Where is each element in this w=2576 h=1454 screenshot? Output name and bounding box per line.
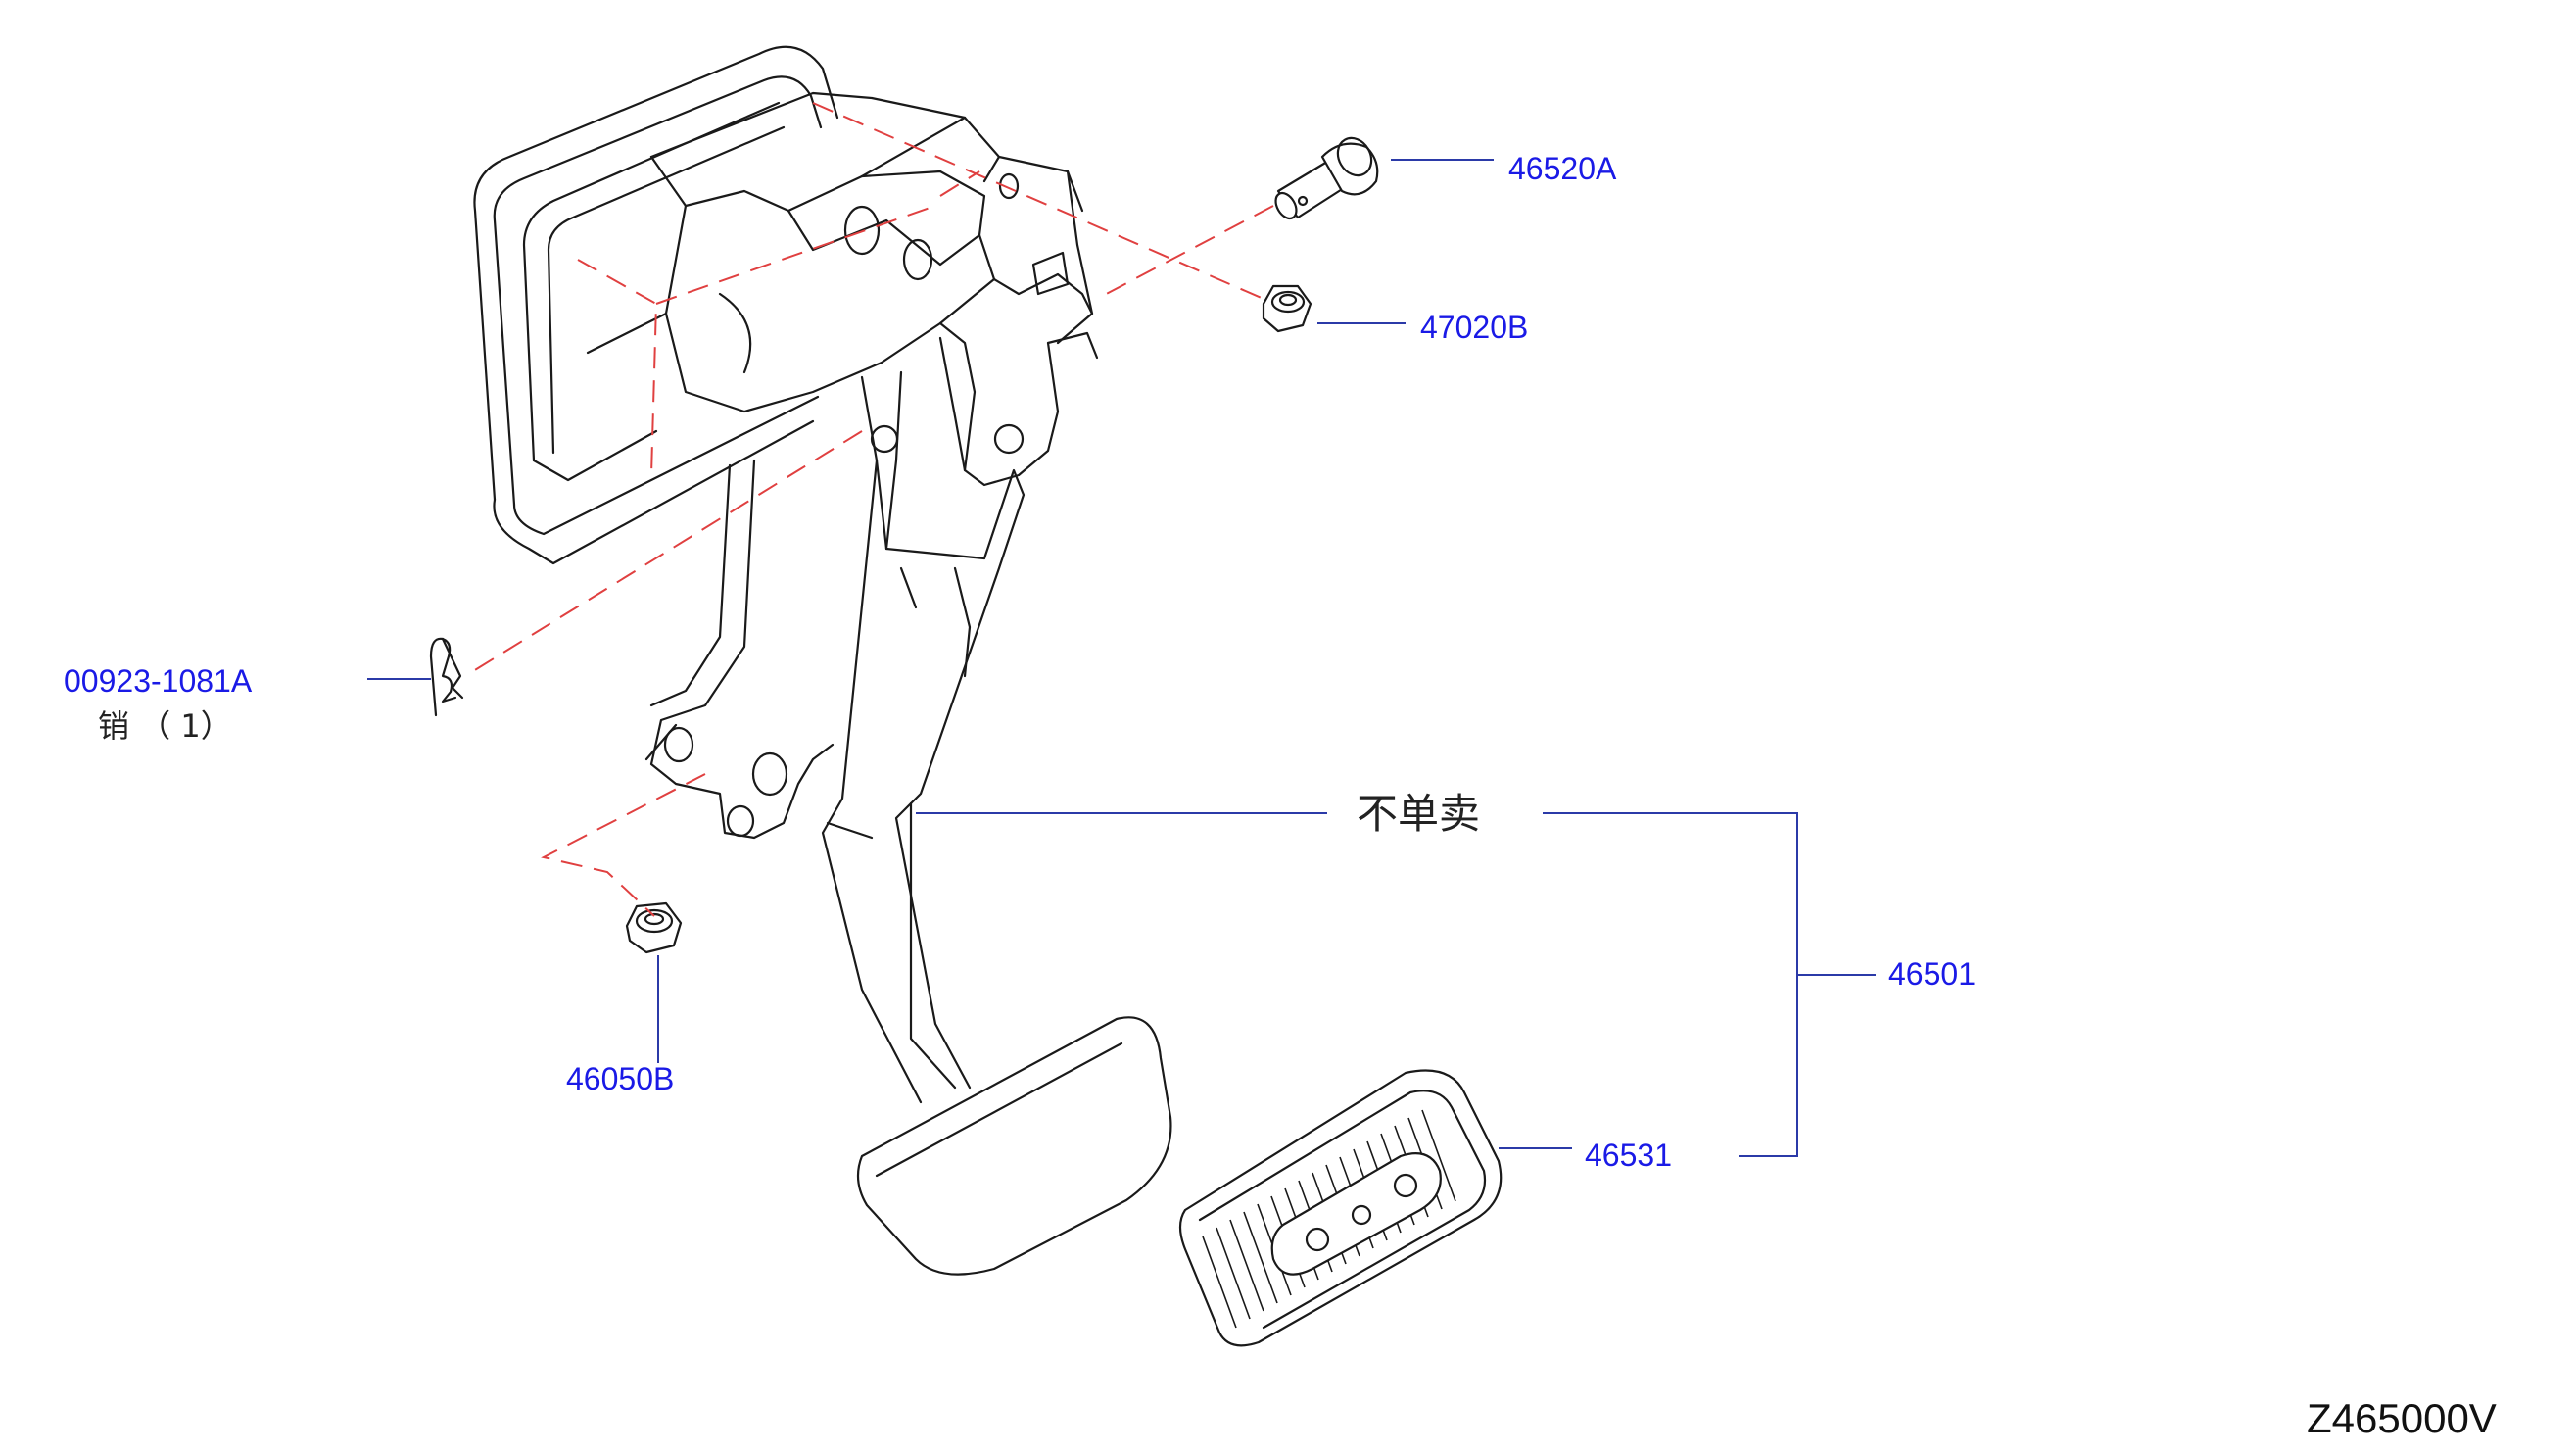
pedal-pad [1178,1069,1503,1347]
nut-47020b [1262,284,1312,333]
clevis-pin [1274,136,1379,220]
pedal-support-strut [644,459,835,840]
callout-46520a: 46520A [1508,151,1617,186]
leader-lines [367,159,1876,1157]
callout-46050b: 46050B [566,1061,674,1096]
callout-47020b: 47020B [1420,310,1528,345]
callout-snap-pin-note: 销 （ 1） [98,707,232,745]
pedal-plate [856,1016,1172,1276]
callout-46501: 46501 [1888,956,1976,992]
callout-00923-1081a: 00923-1081A [64,663,253,699]
snap-pin [429,637,464,717]
pedal-arm [821,370,1026,1104]
pedal-bracket [473,45,1099,565]
diagram-code: Z465000V [2307,1395,2497,1441]
assembly-lines [464,102,1274,917]
callout-46531: 46531 [1585,1138,1672,1173]
not-sold-separately-label: 不单卖 [1357,790,1480,838]
nut-46050b [625,901,683,954]
